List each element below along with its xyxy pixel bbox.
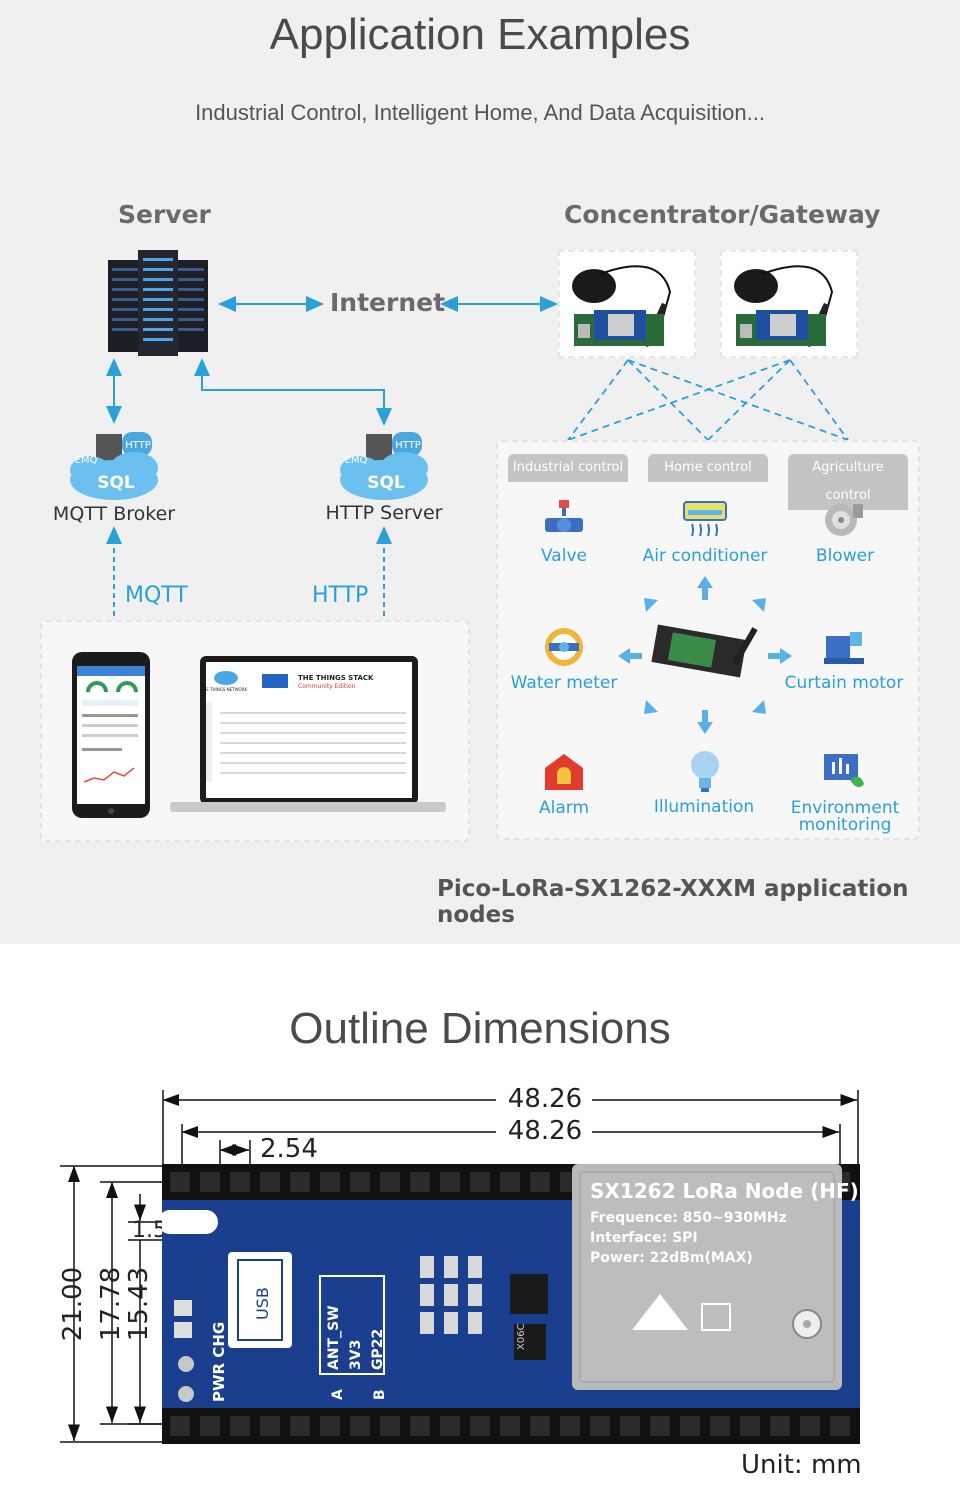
section-subtitle: Industrial Control, Intelligent Home, An… (195, 100, 765, 125)
gateway-device-1 (558, 250, 696, 358)
curtain-motor-icon (824, 632, 864, 664)
mqtt-cloud-icon: SQL EMQ HTTP (70, 432, 158, 500)
section-title-outline: Outline Dimensions (289, 1004, 671, 1053)
dim-height-outer: 21.00 (58, 1266, 88, 1342)
tts-subtitle-text: Community Edition (298, 683, 356, 690)
tts-network-text: THE THINGS NETWORK (200, 687, 248, 692)
laptop-icon: THE THINGS NETWORK THE THINGS STACK Comm… (170, 656, 446, 812)
dim-height-inner: 15.43 (124, 1266, 154, 1342)
gateway-board-icon (734, 265, 834, 348)
illumination-label: Illumination (653, 797, 755, 817)
dim-width-outer: 48.26 (507, 1084, 583, 1114)
illumination-icon (691, 751, 719, 792)
tts-title-text: THE THINGS STACK (298, 674, 374, 682)
outline-dimensions-section: Outline Dimensions (0, 944, 960, 1500)
air-conditioner-icon (683, 501, 727, 537)
tab-industrial-control: Industrial control (508, 454, 628, 482)
water-meter-label: Water meter (510, 673, 618, 693)
pwr-chg-label: PWR CHG (210, 1322, 228, 1402)
dim-width-inner: 48.26 (507, 1116, 583, 1146)
alarm-label: Alarm (538, 798, 590, 818)
curtain-motor-label: Curtain motor (784, 673, 904, 693)
blower-icon (825, 504, 863, 536)
cloud-http-text: HTTP (395, 440, 421, 451)
valve-label: Valve (541, 546, 587, 566)
gateway-device-2 (720, 250, 858, 358)
application-nodes-caption: Pico-LoRa-SX1262-XXXM application nodes (437, 876, 909, 928)
cloud-emq-text: EMQ (75, 455, 98, 466)
tab-agriculture-control: Agriculture control (788, 454, 908, 510)
chip-label: X06C (516, 1323, 527, 1350)
mqtt-protocol-label: MQTT (125, 583, 188, 608)
server-label: Server (118, 200, 211, 229)
application-examples-section: Application Examples Industrial Control,… (0, 0, 960, 944)
cloud-http-text: HTTP (125, 440, 151, 451)
air-conditioner-label: Air conditioner (642, 546, 768, 566)
mqtt-broker-label: MQTT Broker (52, 503, 176, 525)
gp22-label: GP22 (370, 1329, 386, 1370)
http-cloud-icon: SQL EMQ HTTP (340, 432, 428, 500)
gateway-label: Concentrator/Gateway (564, 200, 881, 229)
usb-label: USB (253, 1287, 272, 1320)
cloud-sql-text: SQL (97, 473, 135, 493)
pico-lora-board: SX1262 LoRa Node (HF) Frequence: 850~930… (162, 1164, 860, 1444)
alarm-icon (545, 754, 583, 790)
a-label: A (330, 1389, 346, 1400)
http-server-label: HTTP Server (325, 502, 443, 524)
water-meter-icon (545, 628, 583, 666)
gateway-board-icon (572, 265, 672, 348)
server-rack-icon (108, 250, 208, 356)
tab-home-control: Home control (648, 454, 768, 482)
section-title-application: Application Examples (269, 10, 691, 59)
blower-label: Blower (815, 546, 875, 566)
cloud-emq-text: EMQ (345, 455, 368, 466)
unit-label: Unit: mm (741, 1450, 862, 1480)
dim-pin-pitch: 2.54 (260, 1134, 318, 1164)
module-interface: Interface: SPI (590, 1230, 698, 1246)
http-protocol-label: HTTP (312, 583, 369, 608)
cloud-sql-text: SQL (367, 473, 405, 493)
valve-icon (545, 500, 583, 532)
dimension-lines (60, 1090, 859, 1443)
environment-monitoring-icon (824, 754, 864, 788)
pico-lora-node-icon (618, 576, 792, 734)
module-frequency: Frequence: 850~930MHz (590, 1210, 787, 1226)
ant-sw-label: ANT_SW (326, 1305, 342, 1370)
b-label: B (372, 1389, 388, 1400)
environment-monitoring-label: Environment monitoring (790, 798, 900, 835)
smartphone-icon (72, 652, 150, 818)
v33-label: 3V3 (348, 1340, 364, 1370)
connection-lines (106, 296, 849, 644)
module-power: Power: 22dBm(MAX) (590, 1250, 753, 1266)
dim-height-mid: 17.78 (96, 1266, 126, 1342)
module-title: SX1262 LoRa Node (HF) (590, 1179, 859, 1203)
internet-label: Internet (330, 288, 446, 317)
